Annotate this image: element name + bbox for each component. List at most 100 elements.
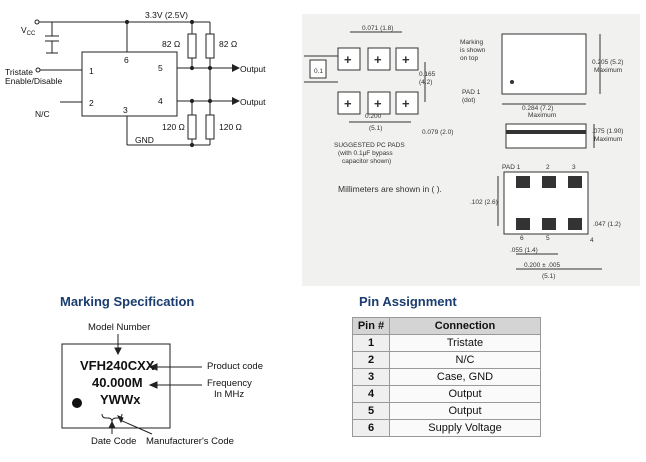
tristate-label: Tristate: [5, 67, 33, 77]
resistor-82-left: [187, 33, 197, 59]
pc-pad: [337, 47, 361, 71]
pin-cell: 2: [352, 351, 390, 369]
enable-disable-label: Enable/Disable: [5, 76, 62, 86]
header-connection: Connection: [389, 317, 541, 335]
plus-icon: +: [374, 96, 382, 111]
product-code-label: Product code: [207, 361, 263, 372]
pin-cell: 5: [352, 402, 390, 420]
schematic-diagram: VCC 3.3V (2.5V) 82 Ω 82 Ω 120 Ω 120 Ω 1 …: [5, 10, 266, 148]
resistor-82-right: [205, 33, 215, 59]
pc-pads-title: SUGGESTED PC PADS: [334, 142, 405, 149]
r-bottom-left-label: 120 Ω: [162, 122, 185, 132]
pin-4-bottom-label: 4: [590, 237, 594, 244]
pc-pads-note-2: capacitor shown): [342, 158, 391, 165]
plus-icon: +: [374, 52, 382, 67]
resistor-120-right: [205, 114, 215, 140]
plus-icon: +: [344, 52, 352, 67]
connection-cell: Output: [389, 385, 541, 403]
length-dim: 0.284 (7.2): [522, 105, 553, 112]
pad1-note: PAD 1: [462, 89, 481, 96]
plus-icon: +: [344, 96, 352, 111]
pin-6-label: 6: [124, 55, 129, 65]
output-arrow-1: [232, 64, 240, 72]
pad-gap-mm: (4.2): [419, 79, 432, 86]
pc-pads-note-1: (with 0.1µF bypass: [338, 150, 393, 157]
pc-pad: [337, 91, 361, 115]
r-top-right-label: 82 Ω: [219, 39, 237, 49]
marking-line-datecode: YWWx: [100, 392, 141, 407]
pin-cell: 6: [352, 419, 390, 437]
frequency-label: Frequency: [207, 378, 252, 389]
height-max: Maximum: [594, 67, 622, 74]
marking-line-frequency: 40.000M: [92, 375, 143, 390]
connection-cell: N/C: [389, 351, 541, 369]
pin-2-label: 2: [89, 98, 94, 108]
mhz-label: In MHz: [214, 389, 245, 400]
connection-cell: Tristate: [389, 334, 541, 352]
marking-note-3: on top: [460, 55, 478, 62]
ww-bracket: [101, 413, 123, 423]
marking-spec-title: Marking Specification: [60, 294, 195, 309]
output-2-label: Output: [240, 97, 266, 107]
table-header-row: Pin # Connection: [352, 317, 541, 335]
millimeters-note: Millimeters are shown in ( ).: [338, 184, 442, 194]
gnd-label: GND: [135, 135, 154, 145]
output-arrow-2: [232, 97, 240, 105]
length-max: Maximum: [528, 112, 556, 119]
thickness-max: Maximum: [594, 136, 622, 143]
model-number-label: Model Number: [88, 322, 151, 333]
pin-3-label: 3: [123, 105, 128, 115]
date-code-label: Date Code: [91, 436, 137, 447]
oscillator-chip: [81, 51, 178, 117]
supply-voltage-label: 3.3V (2.5V): [145, 10, 188, 20]
pin-5-label: 5: [158, 63, 163, 73]
marking-line-model: VFH240CXX: [80, 358, 155, 373]
pc-pad: [395, 91, 419, 115]
thickness-dim: .075 (1.90): [592, 128, 623, 135]
dim-200: 0.200 ± .005: [524, 262, 560, 269]
pin1-marker-dot: [72, 398, 82, 408]
plus-icon: +: [402, 52, 410, 67]
bypass-cap-pad: [309, 59, 327, 79]
pin-cell: 3: [352, 368, 390, 386]
pin-6-bottom-label: 6: [520, 235, 524, 242]
pin-cell: 1: [352, 334, 390, 352]
dim-200-mm: (5.1): [542, 273, 555, 280]
header-pin: Pin #: [352, 317, 390, 335]
pin-3-bottom-label: 3: [572, 164, 576, 171]
connection-cell: Supply Voltage: [389, 419, 541, 437]
resistor-120-left: [187, 114, 197, 140]
pin-1-label: 1: [89, 66, 94, 76]
pc-pad: [395, 47, 419, 71]
pin-assignment-title: Pin Assignment: [359, 294, 457, 309]
pc-pad: [367, 91, 391, 115]
package-side-view: [505, 123, 587, 149]
pad1-bottom-label: PAD 1: [502, 164, 521, 171]
pad-pitch-mm: (5.1): [369, 125, 382, 132]
pad-offset-dim: 0.079 (2.0): [422, 129, 453, 136]
output-1-label: Output: [240, 64, 266, 74]
pad-pitch-in: 0.200: [365, 113, 382, 120]
r-bottom-right-label: 120 Ω: [219, 122, 242, 132]
r-top-left-label: 82 Ω: [162, 39, 180, 49]
pad-gap-in: 0.165: [419, 71, 436, 78]
marking-note-2: is shown: [460, 47, 486, 54]
pc-pad: [367, 47, 391, 71]
left-dim: 0.1: [314, 68, 323, 75]
marking-note-1: Marking: [460, 39, 484, 46]
pad1-dot-note: (dot): [462, 97, 475, 104]
mechanical-drawing: + + + + + + 0.071 (1.8) 0.1 0.165 (4.2) …: [302, 14, 640, 286]
pin-2-bottom-label: 2: [546, 164, 550, 171]
dim-102: .102 (2.6): [470, 199, 498, 206]
pad1-dot: [510, 80, 514, 84]
connection-cell: Case, GND: [389, 368, 541, 386]
height-dim: 0.205 (5.2): [592, 59, 623, 66]
marking-diagram: [61, 334, 202, 435]
package-top-view: [501, 33, 587, 95]
plus-icon: +: [402, 96, 410, 111]
